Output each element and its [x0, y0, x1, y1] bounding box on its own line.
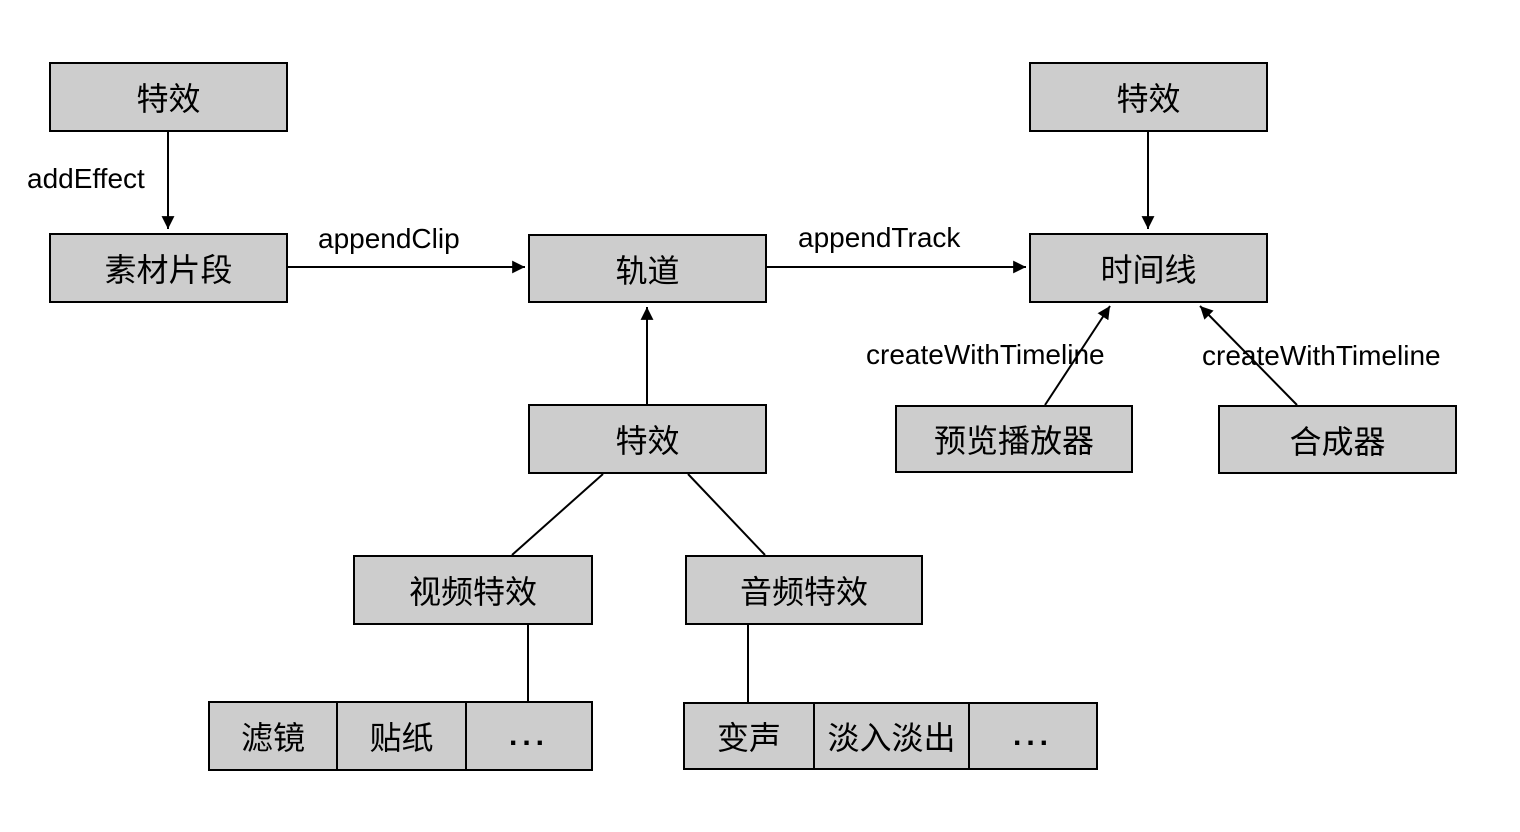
- edge-effect-videoeffect-line: [511, 473, 604, 556]
- edge-label-createwithtimeline-right: createWithTimeline: [1202, 340, 1441, 371]
- node-clip: 素材片段: [49, 233, 288, 303]
- node-compositor: 合成器: [1218, 405, 1457, 474]
- edge-label-appendclip: appendClip: [318, 223, 460, 254]
- node-preview-player: 预览播放器: [895, 405, 1133, 473]
- edge-label-createwithtimeline-left: createWithTimeline: [866, 339, 1105, 370]
- audio-effect-items-row: 变声 淡入淡出 ...: [683, 702, 1098, 770]
- edge-label-appendtrack: appendTrack: [798, 222, 961, 253]
- node-track: 轨道: [528, 234, 767, 303]
- item-fade: 淡入淡出: [815, 704, 970, 768]
- edge-previewplayer-timeline-arrow: [1044, 305, 1111, 406]
- edge-compositor-timeline-arrow: [1199, 305, 1298, 406]
- node-audio-effect: 音频特效: [685, 555, 923, 625]
- item-sticker: 贴纸: [338, 703, 467, 769]
- node-effect-top-right: 特效: [1029, 62, 1268, 132]
- item-video-more: ...: [508, 719, 549, 752]
- node-video-effect: 视频特效: [353, 555, 593, 625]
- edge-label-addeffect: addEffect: [27, 163, 145, 194]
- edge-effect-audioeffect-line: [687, 473, 766, 556]
- item-voice-change: 变声: [685, 704, 815, 768]
- node-effect-top-left: 特效: [49, 62, 288, 132]
- video-effect-items-row: 滤镜 贴纸 ...: [208, 701, 593, 771]
- node-timeline: 时间线: [1029, 233, 1268, 303]
- node-effect-mid: 特效: [528, 404, 767, 474]
- item-audio-more: ...: [1012, 719, 1053, 752]
- item-filter: 滤镜: [210, 703, 338, 769]
